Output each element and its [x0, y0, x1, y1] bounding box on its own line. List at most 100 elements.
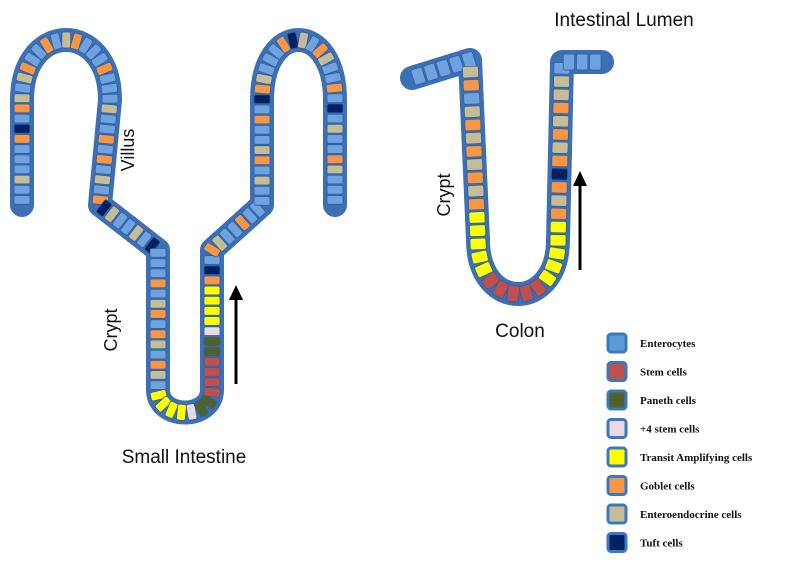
paneth-cell-cell: [203, 336, 221, 347]
enteroendocrine-cell-cell: [15, 71, 34, 85]
goblet-cell-cell: [203, 275, 221, 286]
enterocyte-cell: [410, 66, 427, 86]
goblet-cell-cell: [13, 134, 31, 144]
enterocyte-cell: [253, 104, 271, 115]
enteroendocrine-cell-cell: [13, 93, 31, 104]
tuft-cell-cell: [253, 94, 271, 105]
goblet-cell-cell: [311, 42, 329, 59]
enterocyte-cell: [149, 288, 167, 299]
enteroendocrine-cell-cell: [552, 115, 570, 128]
colon-arrow: [573, 171, 587, 270]
transit-amplifying-cell-cell: [468, 211, 486, 224]
enterocyte-cell: [562, 53, 576, 71]
enterocyte-cell: [304, 35, 321, 53]
legend-swatch-tuft-cells: [606, 532, 628, 553]
enterocyte-cell: [94, 164, 112, 175]
enterocyte-cell: [423, 62, 439, 82]
enterocyte-cell: [267, 43, 285, 60]
enteroendocrine-cell-cell: [149, 298, 167, 309]
legend-label-goblet-cells: Goblet cells: [640, 481, 695, 493]
goblet-cell-cell: [253, 114, 271, 125]
goblet-cell-cell: [467, 197, 485, 211]
enterocyte-cell: [112, 211, 129, 230]
enterocyte-cell: [96, 144, 114, 155]
enterocyte-cell: [23, 51, 42, 68]
-4-stem-cell-cell: [203, 326, 221, 336]
legend-swatch-paneth-cells: [606, 389, 628, 411]
enterocyte-cell: [14, 82, 32, 94]
stem-cell-cell: [203, 377, 221, 387]
tuft-cell-cell: [326, 103, 344, 114]
transit-amplifying-cell-cell: [203, 306, 221, 316]
stem-cell-cell: [518, 283, 534, 303]
colon-cells: [410, 51, 602, 303]
enterocyte-cell: [13, 195, 31, 205]
enterocyte-cell: [77, 36, 94, 55]
enterocyte-cell: [463, 92, 481, 105]
transit-amplifying-cell-cell: [549, 220, 567, 234]
goblet-cell-cell: [326, 154, 344, 165]
enteroendocrine-cell-cell: [551, 141, 569, 154]
enterocyte-cell: [49, 32, 63, 51]
enteroendocrine-cell-cell: [253, 175, 271, 186]
stem-cell-cell: [203, 356, 221, 367]
transit-amplifying-cell-cell: [538, 269, 557, 287]
goblet-cell-cell: [97, 133, 115, 145]
enterocyte-cell: [13, 154, 31, 165]
enterocyte-cell: [326, 174, 344, 185]
legend-label-paneth-cells: Paneth cells: [640, 395, 697, 407]
goblet-cell-cell: [551, 154, 569, 168]
enterocyte-cell: [92, 184, 111, 196]
-4-stem-cell-cell: [185, 403, 198, 421]
goblet-cell-cell: [466, 171, 484, 185]
enteroendocrine-cell-cell: [149, 370, 167, 380]
enteroendocrine-cell-cell: [552, 88, 570, 102]
transit-amplifying-cell-cell: [544, 258, 563, 275]
goblet-cell-cell: [95, 154, 113, 165]
goblet-cell-cell: [203, 242, 221, 258]
enterocyte-cell: [241, 207, 259, 225]
legend-swatch-transit-amplifying-cells: [606, 446, 628, 468]
stem-cell-cell: [492, 279, 510, 299]
goblet-cell-cell: [149, 278, 167, 289]
villus-label: Villus: [118, 129, 138, 172]
legend-swatch--4-stem-cells: [606, 418, 628, 439]
transit-amplifying-cell-cell: [203, 285, 221, 296]
enterocyte-cell: [226, 221, 243, 238]
enteroendocrine-cell-cell: [100, 103, 118, 115]
crypt-label-small: Crypt: [101, 308, 121, 351]
enterocyte-cell: [149, 349, 167, 360]
enterocyte-cell: [326, 184, 344, 195]
goblet-cell-cell: [149, 359, 167, 370]
enterocyte-cell: [149, 258, 167, 268]
enteroendocrine-cell-cell: [461, 65, 480, 79]
enterocyte-cell: [98, 72, 117, 85]
goblet-cell-cell: [550, 181, 568, 194]
enteroendocrine-cell-cell: [463, 105, 481, 119]
goblet-cell-cell: [95, 62, 114, 76]
goblet-cell-cell: [149, 309, 167, 319]
tuft-cell-cell: [13, 123, 31, 134]
enterocyte-cell: [120, 218, 137, 236]
enterocyte-cell: [576, 53, 589, 71]
legend-swatch-enteroendocrine-cells: [606, 503, 628, 525]
enterocyte-cell: [249, 200, 266, 218]
legend-swatch-stem-cells: [606, 361, 628, 382]
enteroendocrine-cell-cell: [104, 205, 121, 223]
goblet-cell-cell: [462, 78, 480, 92]
enteroendocrine-cell-cell: [317, 51, 335, 67]
goblet-cell-cell: [551, 128, 569, 141]
enteroendocrine-cell-cell: [550, 194, 568, 207]
enterocyte-cell: [149, 319, 167, 329]
goblet-cell-cell: [39, 36, 55, 55]
stem-cell-cell: [203, 367, 221, 377]
enterocyte-cell: [257, 62, 276, 76]
goblet-cell-cell: [552, 101, 570, 115]
enteroendocrine-cell-cell: [13, 174, 31, 185]
goblet-cell-cell: [465, 145, 483, 158]
goblet-cell-cell: [149, 329, 167, 340]
transit-amplifying-cell-cell: [149, 389, 168, 402]
enterocyte-cell: [326, 113, 344, 124]
